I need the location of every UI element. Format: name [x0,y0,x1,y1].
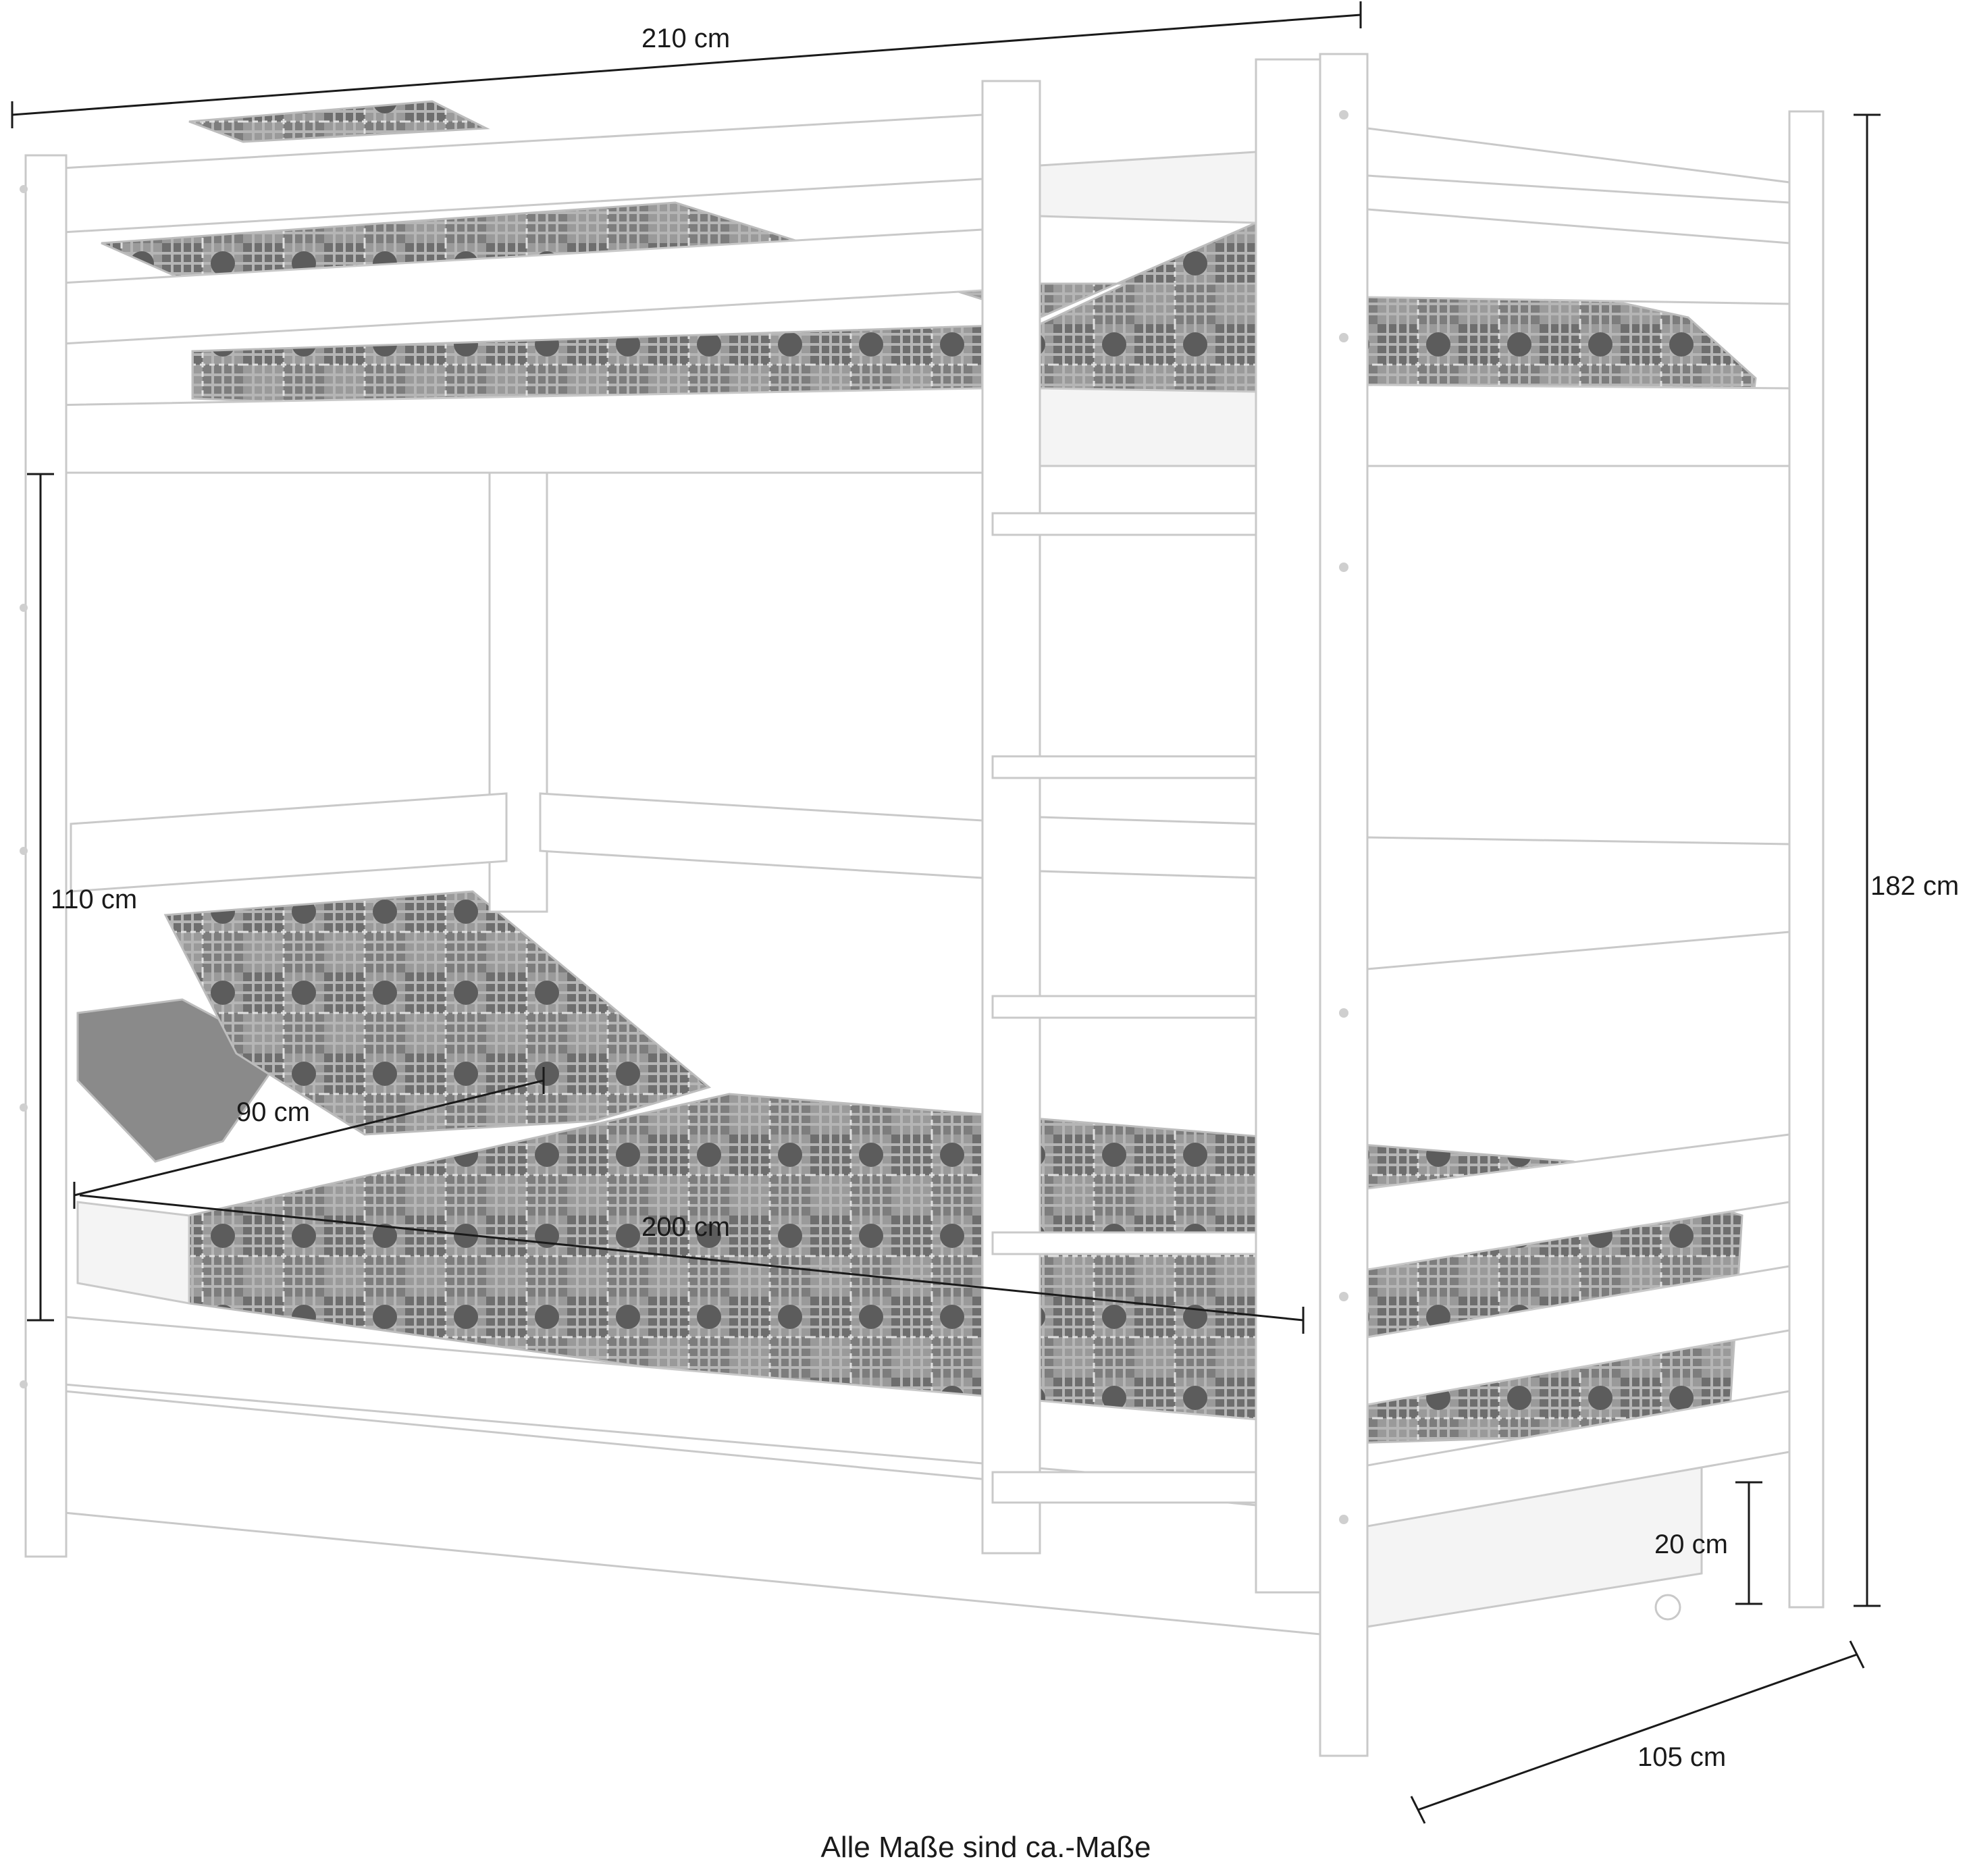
middle-side-rails [70,792,1257,893]
label-total-height: 182 cm [1870,871,1959,901]
lower-mattress-side [76,1201,190,1305]
dim-line-mattress-length [79,1194,1304,1322]
upper-pillow [188,100,490,143]
upper-front-guard-rail [49,113,984,474]
ladder-rung-4[interactable] [991,1231,1257,1255]
ladder-rung-5[interactable] [991,1471,1257,1504]
dimension-labels: 210 cm 182 cm 105 cm 110 cm 90 cm 200 cm… [51,24,1959,1772]
ladder-rung-3[interactable] [991,995,1257,1019]
dim-line-depth [1417,1653,1858,1811]
ladder-rung-2[interactable] [991,755,1257,779]
dim-line-mattress-width [74,1079,544,1197]
label-depth: 105 cm [1637,1742,1726,1772]
ladder-rail [1255,58,1321,1594]
center-front-post [981,80,1041,1555]
dim-line-length [11,14,1361,116]
footnote-approximate: Alle Maße sind ca.-Maße [820,1831,1151,1864]
label-mattress-length: 200 cm [641,1212,730,1242]
label-total-length: 210 cm [641,24,730,53]
label-mattress-width: 90 cm [236,1097,310,1127]
ladder-rung-1[interactable] [991,512,1257,536]
label-drawer-height: 20 cm [1654,1530,1728,1559]
dimension-lines [11,1,1881,1824]
right-end-frame [1319,53,1825,1757]
bunk-bed-illustration [20,53,1825,1757]
left-front-post [20,154,68,1558]
lower-pillow-front [163,890,712,1136]
label-clearance-height: 110 cm [51,885,137,914]
